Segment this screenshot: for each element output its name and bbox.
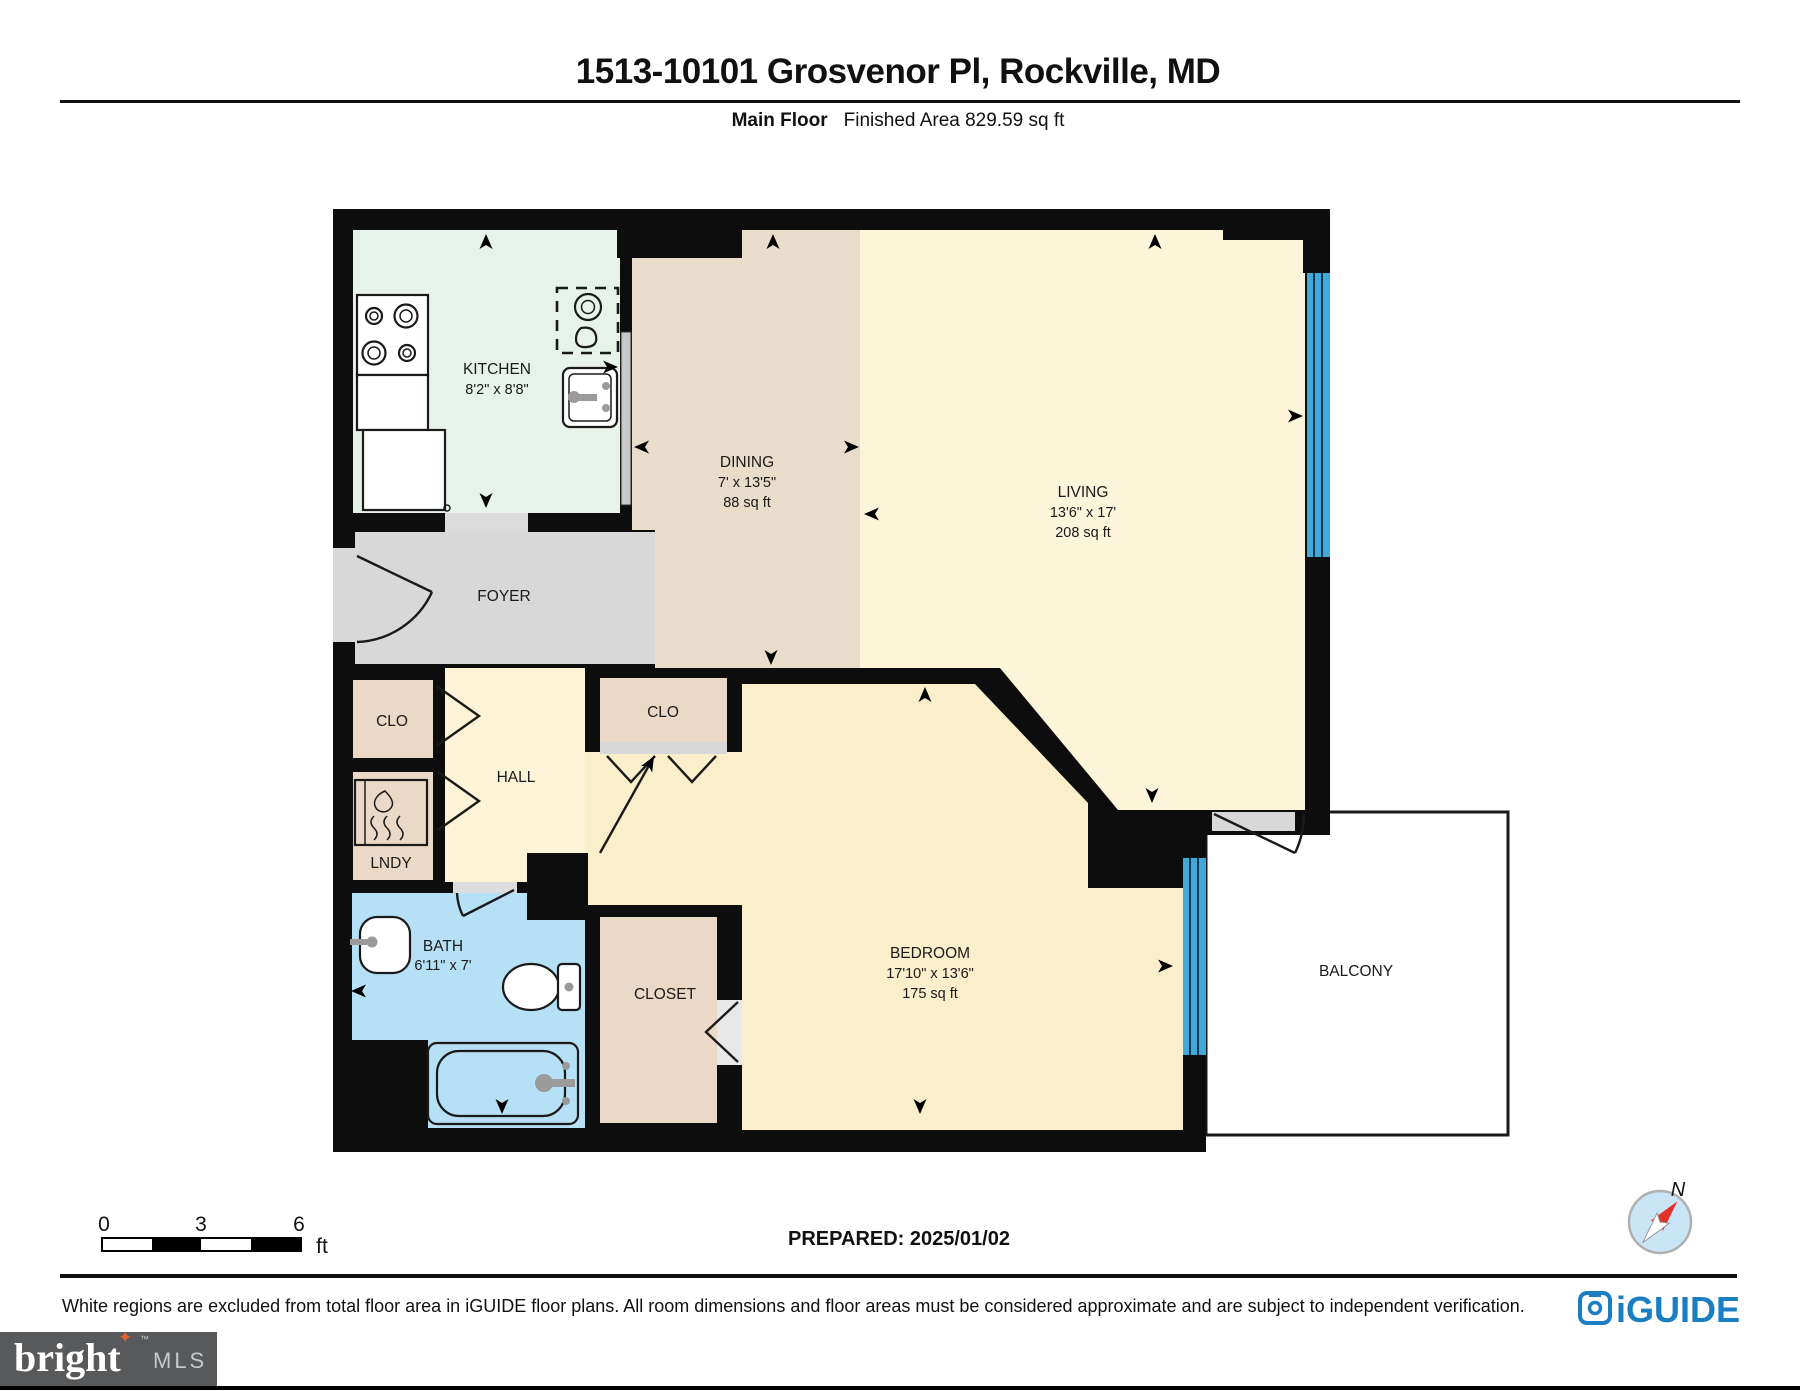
scale-bar: 0 3 6 ft [98, 1213, 328, 1258]
living-window [1307, 273, 1330, 557]
bath-sink-icon [350, 915, 412, 975]
hall-closet-door [437, 686, 482, 746]
compass-icon: N [1627, 1179, 1693, 1255]
scale-3: 3 [195, 1213, 207, 1236]
hall-closet-label: CLO [376, 713, 408, 730]
kitchen-passthrough [620, 331, 632, 506]
scale-6: 6 [293, 1213, 305, 1236]
disclaimer-text: White regions are excluded from total fl… [62, 1296, 1525, 1316]
toilet-icon [501, 962, 582, 1012]
balcony-label: BALCONY [1319, 963, 1393, 980]
bath-label: BATH [423, 938, 463, 955]
scale-0: 0 [98, 1213, 110, 1236]
bedroom-window [1183, 858, 1206, 1055]
kitchen-counter [355, 373, 430, 432]
page-title: 1513-10101 Grosvenor Pl, Rockville, MD [575, 52, 1221, 91]
floor-subtitle: Main Floor Finished Area 829.59 sq ft [732, 110, 1065, 132]
wall-overlays [527, 209, 1330, 920]
star-icon: ✦ [118, 1328, 133, 1347]
balcony-area [1204, 810, 1510, 1137]
prepared-date: PREPARED: 2025/01/02 [788, 1228, 1010, 1250]
fridge-icon [361, 428, 451, 512]
dishwasher-icon [555, 286, 620, 355]
hall-label: HALL [497, 769, 536, 786]
living-area: 208 sq ft [1055, 525, 1111, 541]
kitchen-label: KITCHEN [463, 361, 531, 378]
bedroom-label: BEDROOM [890, 945, 970, 962]
iguide-logo-icon [1578, 1291, 1612, 1325]
dining-label: DINING [720, 454, 774, 471]
kitchen-sink-icon [561, 366, 619, 429]
header-divider [60, 100, 1740, 103]
dining-dims: 7' x 13'5" [718, 475, 776, 491]
walkin-closet-label: CLOSET [634, 986, 697, 1003]
scale-unit: ft [316, 1235, 328, 1258]
finished-area-label: Finished Area 829.59 sq ft [843, 110, 1065, 131]
mls-logo-text: MLS [153, 1348, 208, 1373]
living-label: LIVING [1058, 484, 1109, 501]
stove-icon [355, 293, 430, 377]
bright-mls-logo: bright ✦ ™ MLS [0, 1328, 217, 1387]
floor-label: Main Floor [731, 110, 828, 131]
foyer-label: FOYER [477, 588, 530, 605]
bath-door [455, 888, 515, 918]
footer-divider [60, 1274, 1737, 1278]
washer-icon [353, 778, 429, 847]
bright-tm: ™ [140, 1334, 149, 1344]
bedroom-entry-closet-label: CLO [647, 704, 679, 721]
door-sills [333, 513, 1295, 1065]
laundry-label: LNDY [370, 855, 411, 872]
bedroom-dims: 17'10" x 13'6" [886, 966, 974, 982]
living-dims: 13'6" x 17' [1050, 505, 1117, 521]
walkin-closet-door [704, 1001, 739, 1063]
entry-door [356, 554, 434, 644]
laundry-door [437, 771, 482, 831]
balcony-door [1213, 812, 1306, 855]
bottom-border [0, 1386, 1800, 1390]
iguide-logo-text: iGUIDE [1616, 1289, 1740, 1330]
bright-logo-text: bright [14, 1335, 121, 1380]
bathtub-icon [426, 1041, 580, 1126]
compass-north-label: N [1671, 1179, 1686, 1201]
dining-area: 88 sq ft [723, 495, 771, 511]
bedroom-door [598, 753, 660, 854]
bath-dims: 6'11" x 7' [414, 958, 471, 974]
room-labels: KITCHEN 8'2" x 8'8" DINING 7' x 13'5" 88… [370, 361, 1393, 1003]
kitchen-dims: 8'2" x 8'8" [465, 382, 528, 398]
bedroom-area: 175 sq ft [902, 986, 958, 1002]
